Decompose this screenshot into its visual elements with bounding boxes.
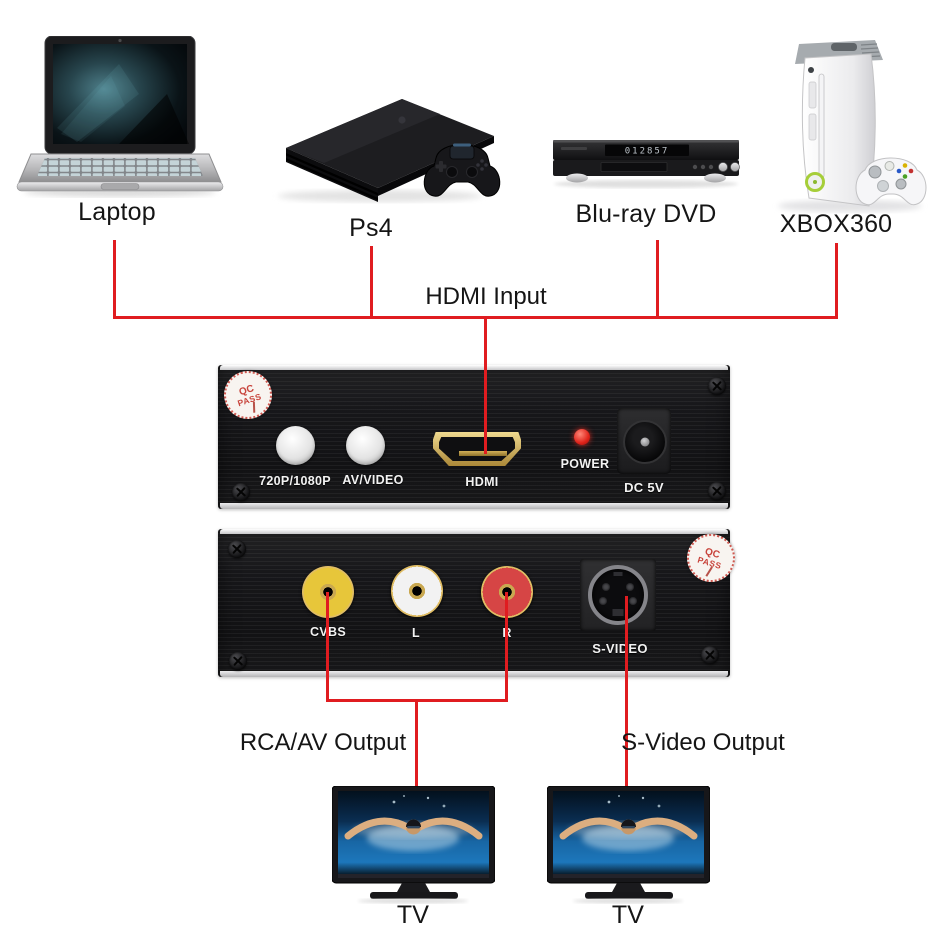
dc-barrel (623, 420, 667, 464)
av-video-button (346, 426, 385, 465)
panel-edge (220, 503, 728, 509)
hdmi-port-cavity (439, 437, 515, 461)
converter-front-panel: QC PASS 720P/1080P AV/VIDEO HDMI POWER D… (217, 364, 730, 509)
tv-rca-illustration (332, 786, 495, 904)
svideo-port-plate (580, 559, 656, 631)
dc-center-pin (640, 437, 650, 447)
dc-power-jack (617, 408, 671, 474)
panel-edge (220, 529, 728, 534)
ps4-controller (423, 143, 501, 197)
converter-back-panel: QC PASS CVBS L R S-VIDEO (218, 528, 741, 677)
line-laptop-drop (113, 240, 116, 319)
label-hdmi: HDMI (465, 475, 499, 489)
label-power: POWER (560, 457, 610, 471)
ps4-illustration (278, 99, 501, 202)
label-dc-5v: DC 5V (624, 480, 664, 495)
line-cvbs-drop (326, 592, 329, 702)
label-hdmi-input: HDMI Input (425, 283, 547, 310)
label-tv-svideo: TV (611, 901, 645, 929)
line-input-bus (113, 316, 838, 319)
svideo-din-connector (588, 565, 648, 625)
label-laptop: Laptop (78, 198, 156, 226)
label-svideo-output: S-Video Output (621, 729, 785, 756)
label-audio-left: L (412, 626, 420, 640)
line-rca-to-tv (415, 699, 418, 788)
hdmi-contacts (459, 451, 507, 456)
screw (708, 482, 726, 500)
label-xbox360: XBOX360 (779, 210, 893, 238)
resolution-button-720p-1080p (276, 426, 315, 465)
line-ps4-drop (370, 246, 373, 319)
xbox360-illustration (778, 40, 927, 212)
power-led (574, 429, 590, 445)
label-ps4: Ps4 (349, 214, 393, 242)
screw (229, 652, 247, 670)
panel-edge (220, 671, 728, 677)
line-audio-right-drop (505, 592, 508, 702)
screw (708, 377, 726, 395)
label-720p-1080p: 720P/1080P (259, 474, 331, 488)
label-av-video: AV/VIDEO (342, 473, 404, 487)
qc-pass-sticker: QC PASS (681, 528, 741, 588)
line-svideo-to-tv (625, 596, 628, 788)
rca-jack-audio-left (391, 565, 443, 617)
svg-text:012857: 012857 (625, 147, 670, 157)
line-bluray-drop (656, 240, 659, 319)
bluray-disc-tray (600, 162, 668, 172)
label-rca-output: RCA/AV Output (239, 729, 407, 756)
bluray-display (605, 144, 689, 156)
screw (701, 646, 719, 664)
xbox-controller (855, 157, 927, 206)
qc-pass-sticker: QC PASS (217, 364, 279, 426)
laptop-illustration (16, 36, 224, 197)
tv-svideo-illustration (547, 786, 710, 904)
label-tv-rca: TV (396, 901, 430, 929)
hdmi-port (433, 432, 521, 466)
line-hdmi-drop (484, 318, 487, 454)
screw (228, 540, 246, 558)
line-xbox-drop (835, 243, 838, 319)
bluray-player-illustration: 012857 (553, 140, 740, 188)
label-bluray: Blu-ray DVD (575, 200, 717, 228)
screw (232, 483, 250, 501)
panel-edge (220, 365, 728, 370)
label-svideo: S-VIDEO (592, 641, 648, 656)
